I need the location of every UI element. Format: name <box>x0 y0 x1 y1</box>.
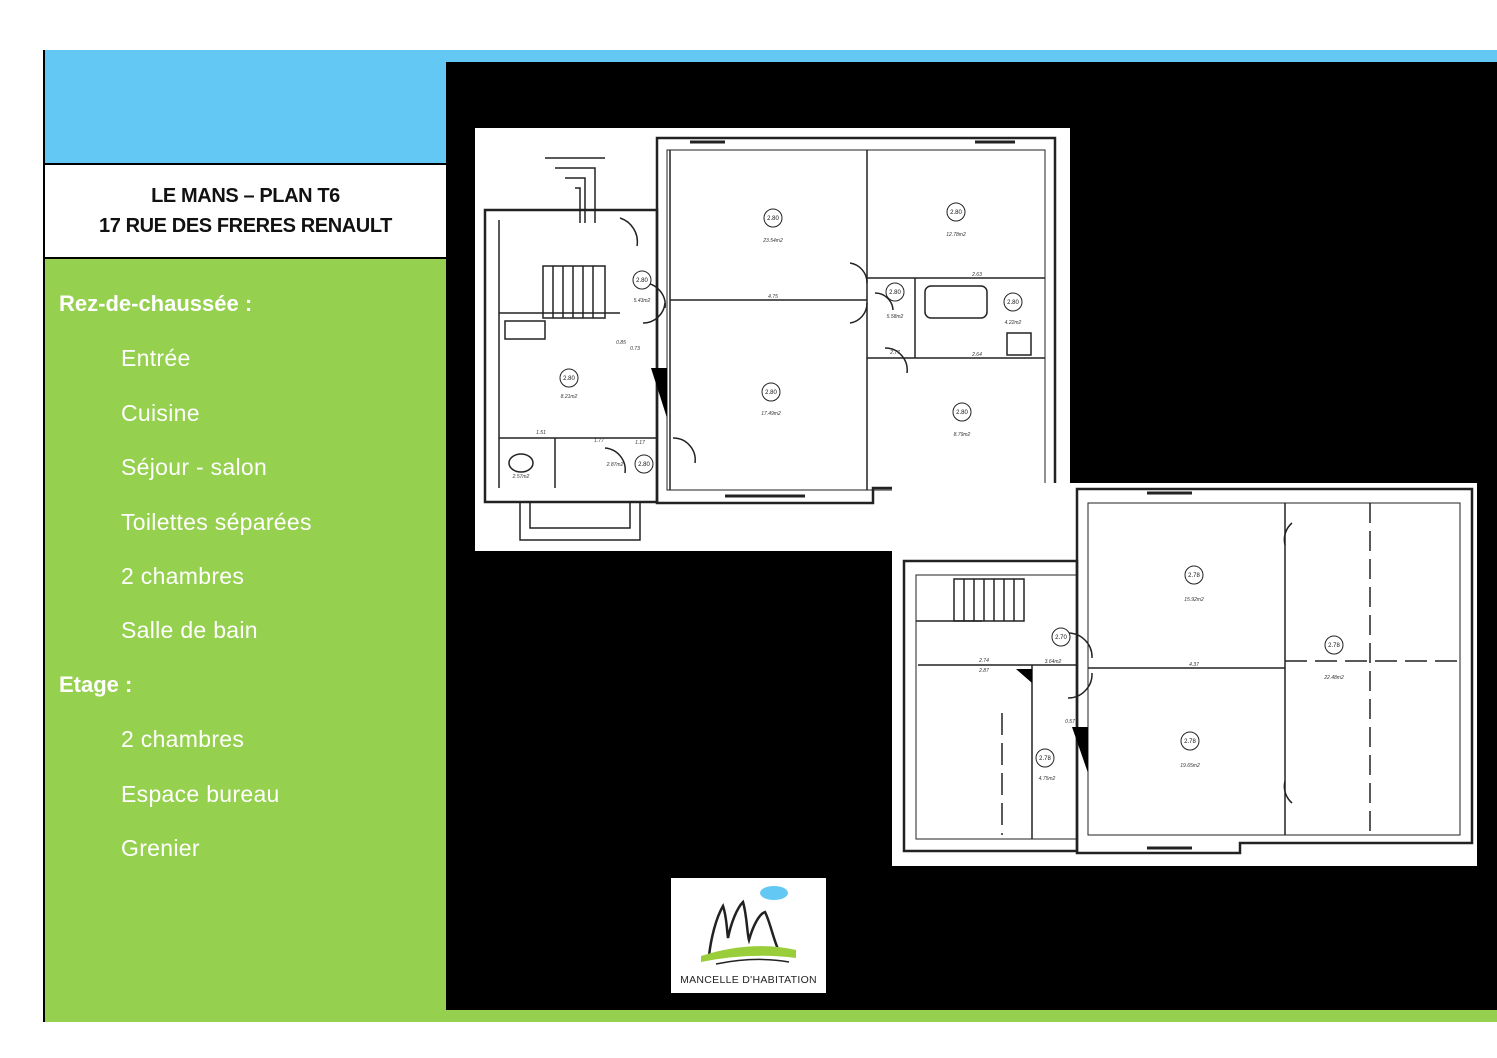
title-block: LE MANS – PLAN T6 17 RUE DES FRERES RENA… <box>45 163 446 259</box>
dimension-label: 2.63 <box>971 272 982 278</box>
area-label: 4.75m2 <box>1039 776 1056 782</box>
area-label: 23.54m2 <box>762 238 783 244</box>
title-line-2: 17 RUE DES FRERES RENAULT <box>98 215 392 237</box>
height-label: 2.80 <box>950 210 962 216</box>
height-label: 2.80 <box>956 410 968 416</box>
dimension-label: 2.64 <box>971 352 982 358</box>
dimension-label: 4.37 <box>1189 662 1199 668</box>
room-list-panel: Rez-de-chaussée : Entrée Cuisine Séjour … <box>45 259 446 1022</box>
dimension-label: 1.77 <box>594 438 604 444</box>
mancelle-habitation-logo: MANCELLE D'HABITATION <box>671 878 826 993</box>
dimension-label: 4.75 <box>768 294 778 300</box>
dimension-label: 1.51 <box>536 430 546 436</box>
height-label: 2.80 <box>638 462 650 468</box>
area-label: 2.87m2 <box>606 462 624 468</box>
height-label: 2.80 <box>767 216 779 222</box>
room-item: Séjour - salon <box>121 454 268 480</box>
height-label: 2.70 <box>1055 635 1067 641</box>
area-label: 22.48m2 <box>1323 675 1344 681</box>
height-label: 2.80 <box>636 278 648 284</box>
height-label: 2.80 <box>1007 300 1019 306</box>
upper-floor-plan-drawing: 2.78 2.70 2.78 2.78 2.78 15.92m2 3.64m2 … <box>902 487 1474 855</box>
dimension-label: 1.17 <box>635 440 645 446</box>
height-label: 2.78 <box>1184 739 1196 745</box>
room-item: Grenier <box>121 835 200 861</box>
dimension-label: 0.85 <box>616 340 626 346</box>
height-label: 2.78 <box>1328 643 1340 649</box>
room-item: 2 chambres <box>121 563 245 589</box>
header-blue-block <box>45 50 446 163</box>
height-label: 2.78 <box>1188 573 1200 579</box>
height-label: 2.80 <box>765 390 777 396</box>
area-label: 8.21m2 <box>561 394 578 400</box>
height-label: 2.80 <box>563 376 575 382</box>
left-border-line <box>43 50 45 1022</box>
upper-floor-plan: 2.78 2.70 2.78 2.78 2.78 15.92m2 3.64m2 … <box>892 483 1477 866</box>
bottom-green-band <box>446 1010 1497 1022</box>
upper-floor-heading: Etage : <box>59 672 133 697</box>
room-item: Entrée <box>121 345 191 371</box>
area-label: 4.22m2 <box>1005 320 1022 326</box>
logo-graphic <box>701 886 796 965</box>
room-item: Cuisine <box>121 400 200 426</box>
dimension-label: 0.73 <box>630 346 640 352</box>
room-item: Toilettes séparées <box>121 509 312 535</box>
area-label: 19.65m2 <box>1180 763 1200 769</box>
title-line-1: LE MANS – PLAN T6 <box>151 185 340 207</box>
room-item: Salle de bain <box>121 617 258 643</box>
area-label: 15.92m2 <box>1184 597 1204 603</box>
area-label: 12.78m2 <box>946 232 966 238</box>
dimension-label: 0.57 <box>1065 719 1075 725</box>
area-label: 5.58m2 <box>887 314 904 320</box>
dimension-label: 2.77 <box>889 350 900 356</box>
dimension-label: 2.74 <box>978 658 989 664</box>
ground-floor-heading: Rez-de-chaussée : <box>59 291 253 316</box>
ground-floor-plan-drawing: 2.80 2.80 2.80 2.80 2.80 2.80 2.80 2.80 … <box>483 136 1057 541</box>
height-label: 2.78 <box>1039 756 1051 762</box>
height-label: 2.80 <box>889 290 901 296</box>
room-item: Espace bureau <box>121 781 280 807</box>
dimension-label: 2.87 <box>978 668 989 674</box>
area-label: 17.49m2 <box>761 411 781 417</box>
logo-brand-text: MANCELLE D'HABITATION <box>680 974 817 986</box>
area-label: 3.64m2 <box>1045 659 1062 665</box>
area-label: 5.43m2 <box>634 298 651 304</box>
area-label: 2.57m2 <box>512 474 530 480</box>
room-item: 2 chambres <box>121 726 245 752</box>
ground-floor-plan: 2.80 2.80 2.80 2.80 2.80 2.80 2.80 2.80 … <box>475 128 1070 551</box>
area-label: 8.79m2 <box>954 432 971 438</box>
